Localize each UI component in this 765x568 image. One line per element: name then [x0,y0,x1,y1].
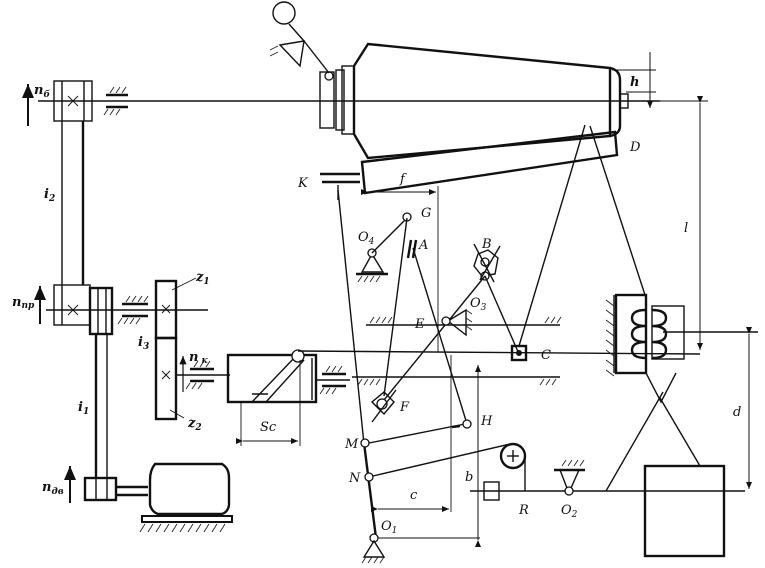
yarn-tensioner [605,293,685,404]
joint-h [462,419,472,429]
pivot-o2 [554,459,585,496]
traverse-rod [297,350,701,355]
label-o4: O4 [358,230,375,247]
label-f-point: F [399,400,410,415]
lever-o1 [362,442,378,539]
joint-n [364,472,374,482]
label-c-dim: c [410,488,418,503]
label-i3: i3 [138,335,149,352]
label-o2: O2 [561,503,578,520]
cylindrical-cam [226,349,318,404]
label-n-pr: nпр [12,295,35,311]
bearing-middle [117,295,149,325]
joint-m [360,438,370,448]
electric-motor [139,462,233,533]
label-i1: i1 [78,400,89,417]
supply-package [643,464,726,558]
rod-k [337,189,365,445]
slider-b [473,243,501,283]
label-r: R [518,503,529,518]
feeler-arm [269,1,330,74]
middle-pulley [53,284,114,336]
motor-pulley [83,476,118,502]
label-l: l [684,221,688,236]
label-sc: Sc [260,420,277,435]
slider-f [370,389,397,423]
label-n-b: nб [34,83,50,100]
label-o1: O1 [381,519,397,536]
label-d-dim: d [733,405,741,420]
gear-pair [154,277,197,421]
pivot-o3 [441,308,473,337]
label-n: N [348,471,361,486]
label-z1: z1 [195,270,210,287]
bearing-cam-right [319,365,346,395]
top-pulley [53,80,93,122]
label-z2: z2 [187,416,202,433]
bearing-top [103,86,128,116]
label-d-point: D [629,140,641,155]
label-b-point: B [481,237,492,252]
label-f: f [399,172,407,187]
pivot-o4 [356,248,388,283]
label-h: h [630,75,639,90]
label-i2: i2 [44,187,55,204]
label-h-point: H [480,414,493,429]
label-e: E [414,317,425,332]
label-n-dv: nдв [42,480,64,497]
label-c-point: C [541,348,551,363]
label-a: A [418,238,428,253]
label-k: K [297,176,309,191]
label-b-dim: b [465,470,473,485]
pulley-r [499,442,527,491]
bearing-cam [185,360,214,390]
label-o3: O3 [470,296,487,313]
label-m: M [344,437,359,452]
label-g: G [421,206,431,221]
